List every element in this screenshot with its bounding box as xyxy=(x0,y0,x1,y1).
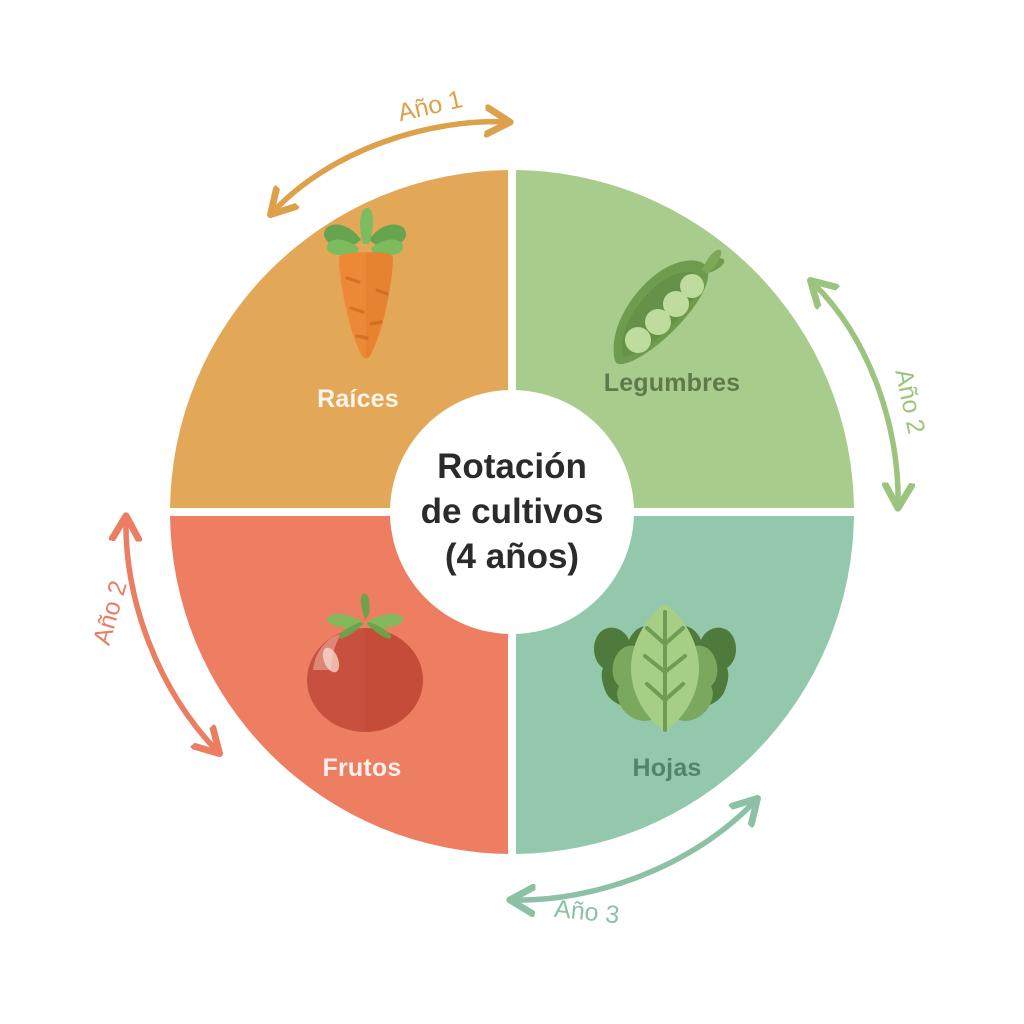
center-title-line2: de cultivos xyxy=(421,492,604,531)
quadrant-label-leaves: Hojas xyxy=(632,754,701,782)
arrow-left-path xyxy=(126,518,218,752)
arrow-right-path xyxy=(812,282,898,506)
arrow-label-top: Año 1 xyxy=(395,85,465,127)
center-title-line3: (4 años) xyxy=(445,537,579,576)
center-hub xyxy=(390,390,634,634)
carrot-icon xyxy=(323,208,407,359)
arrow-label-bottom: Año 3 xyxy=(553,895,621,930)
arrow-top-path xyxy=(272,122,508,213)
arrow-bottom-path xyxy=(512,800,756,900)
quadrant-label-fruits: Frutos xyxy=(323,754,402,782)
lettuce-icon xyxy=(594,604,736,732)
center-title-line1: Rotación xyxy=(437,447,587,486)
quadrant-label-roots: Raíces xyxy=(317,385,399,413)
quadrant-legumes[interactable] xyxy=(170,170,854,854)
tomato-icon xyxy=(307,593,423,732)
arrow-label-right: Año 2 xyxy=(889,366,930,436)
quadrant-roots[interactable] xyxy=(170,170,854,854)
arrow-label-left: Año 2 xyxy=(88,578,133,649)
pea-pod-icon xyxy=(613,249,725,365)
quadrant-label-legumes: Legumbres xyxy=(604,369,741,397)
arrow-year-3: Año 3 xyxy=(512,800,756,929)
